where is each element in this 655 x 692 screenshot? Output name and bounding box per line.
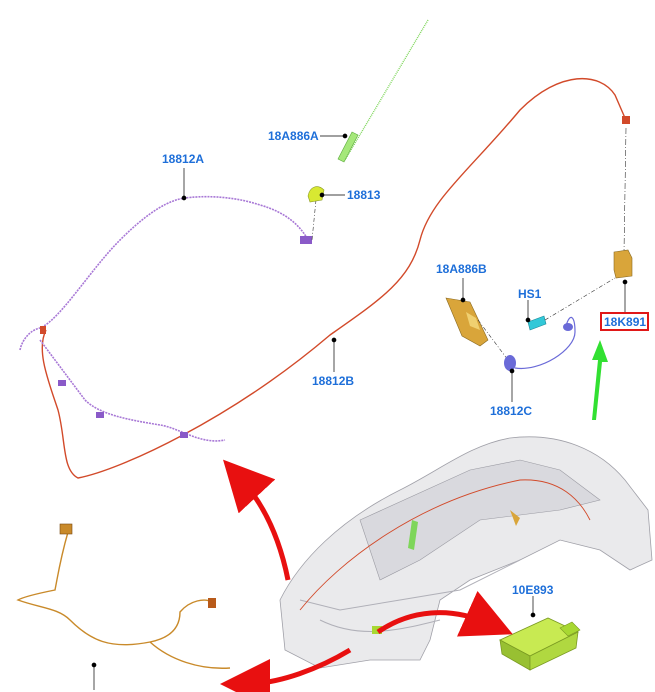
red-arrow-to-module bbox=[376, 590, 513, 637]
centerline bbox=[623, 127, 627, 253]
label-HS1: HS1 bbox=[518, 287, 542, 301]
antenna-rod bbox=[337, 131, 359, 163]
harness-clip bbox=[180, 432, 188, 438]
red-arrow-to-orange-harness bbox=[220, 647, 352, 692]
bracket-18A886B bbox=[445, 297, 489, 347]
harness-connector bbox=[59, 523, 73, 535]
harness-clip bbox=[300, 236, 312, 244]
cable-18812C bbox=[514, 316, 576, 370]
harness-clip bbox=[58, 380, 66, 386]
label-18813: 18813 bbox=[347, 188, 381, 202]
antenna-base-18813 bbox=[307, 186, 325, 203]
harness-orange bbox=[16, 531, 231, 669]
centerline bbox=[477, 319, 509, 361]
label-18A886A: 18A886A bbox=[268, 129, 319, 143]
antenna-cable-18812B bbox=[41, 78, 626, 479]
module-10E893 bbox=[499, 617, 581, 671]
centerline bbox=[311, 199, 317, 241]
label-18A886B: 18A886B bbox=[436, 262, 487, 276]
label-18K891: 18K891 bbox=[604, 315, 646, 329]
red-arrow-to-harness-A bbox=[223, 459, 291, 581]
harness-clip bbox=[96, 412, 104, 418]
bracket-insert bbox=[466, 312, 480, 330]
antenna-mast-18A886A bbox=[344, 19, 429, 161]
label-18812B: 18812B bbox=[312, 374, 354, 388]
harness-connector bbox=[208, 598, 216, 608]
label-18812C: 18812C bbox=[490, 404, 532, 418]
connector-18812C bbox=[504, 355, 516, 371]
module-18K891 bbox=[613, 249, 633, 279]
leader-lines bbox=[91, 133, 628, 690]
connector-end bbox=[563, 323, 573, 331]
harness-18812A bbox=[19, 195, 309, 442]
harness-clip bbox=[40, 326, 46, 334]
label-18812A: 18812A bbox=[162, 152, 204, 166]
cable-end-connector bbox=[622, 116, 630, 124]
highlight-box-18K891 bbox=[600, 312, 649, 331]
vehicle-body-ghost bbox=[279, 436, 653, 669]
label-10E893: 10E893 bbox=[512, 583, 554, 597]
screw-HS1 bbox=[527, 315, 547, 331]
green-pointer-arrow bbox=[592, 340, 608, 420]
